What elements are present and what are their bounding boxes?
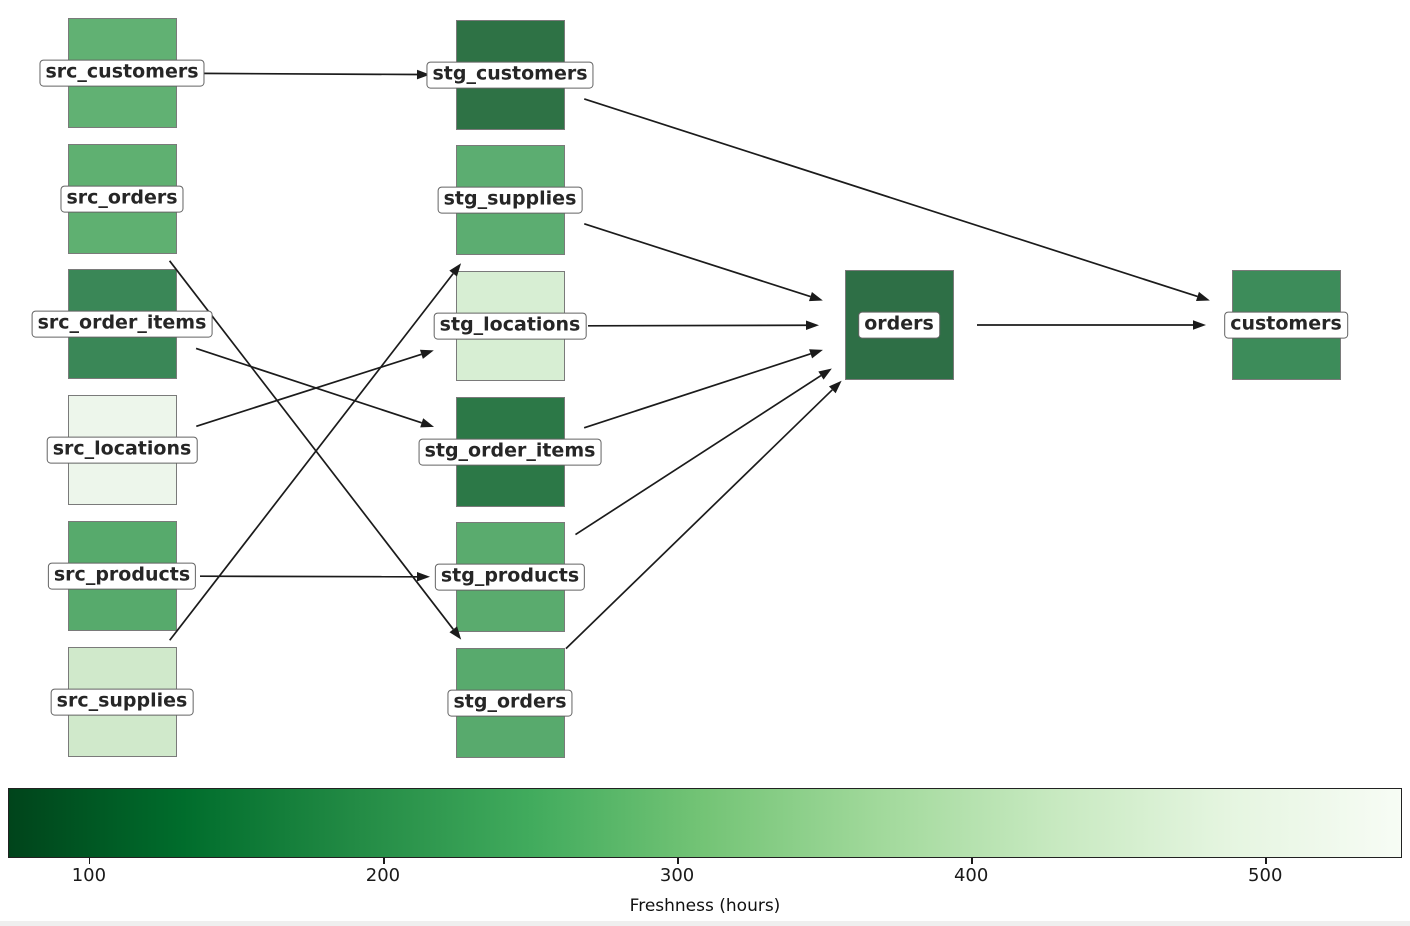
- colorbar-ticklabel-200: 200: [365, 865, 401, 886]
- arrowhead-src_locations-to-stg_locations: [419, 349, 434, 359]
- edge-stg_locations-to-orders: [587, 324, 807, 327]
- colorbar-tick-400: [971, 858, 973, 864]
- window-bottom-edge: [0, 921, 1410, 926]
- colorbar-gradient: [8, 788, 1402, 858]
- arrowhead-src_order_items-to-stg_order_items: [420, 418, 435, 428]
- colorbar-ticklabel-300: 300: [659, 865, 695, 886]
- node-label-customers: customers: [1224, 311, 1348, 339]
- node-label-stg_supplies: stg_supplies: [437, 186, 583, 214]
- arrowhead-stg_products-to-orders: [818, 368, 832, 380]
- arrowhead-src_orders-to-stg_orders: [449, 626, 462, 640]
- edge-src_products-to-stg_products: [199, 575, 418, 578]
- node-label-src_locations: src_locations: [46, 436, 198, 464]
- colorbar-tick-200: [382, 858, 385, 864]
- node-label-src_supplies: src_supplies: [50, 688, 194, 716]
- edge-src_supplies-to-stg_supplies: [169, 273, 454, 641]
- node-label-stg_orders: stg_orders: [447, 689, 573, 717]
- colorbar-label: Freshness (hours): [629, 896, 781, 916]
- edge-stg_orders-to-orders: [565, 389, 833, 650]
- arrowhead-stg_orders-to-orders: [828, 380, 842, 394]
- node-label-src_customers: src_customers: [39, 59, 205, 87]
- colorbar-ticklabel-400: 400: [953, 865, 989, 886]
- arrowhead-src_customers-to-stg_customers: [416, 69, 431, 80]
- node-label-src_order_items: src_order_items: [31, 310, 213, 338]
- colorbar-ticklabel-100: 100: [71, 865, 107, 886]
- edge-src_orders-to-stg_orders: [168, 260, 454, 630]
- colorbar-tick-500: [1265, 858, 1267, 864]
- node-label-src_orders: src_orders: [60, 185, 184, 213]
- edge-stg_supplies-to-orders: [584, 223, 811, 298]
- colorbar-ticklabel-500: 500: [1248, 865, 1283, 886]
- arrowhead-orders-to-customers: [1193, 320, 1206, 330]
- node-label-stg_customers: stg_customers: [426, 61, 594, 89]
- arrowhead-stg_locations-to-orders: [805, 320, 820, 331]
- edge-src_customers-to-stg_customers: [199, 72, 418, 76]
- node-label-orders: orders: [858, 311, 940, 339]
- edge-stg_order_items-to-orders: [583, 353, 811, 429]
- arrowhead-stg_customers-to-customers: [1196, 291, 1210, 302]
- node-label-stg_order_items: stg_order_items: [418, 438, 602, 466]
- colorbar-tick-100: [88, 858, 91, 864]
- edge-stg_customers-to-customers: [583, 98, 1198, 298]
- edge-src_locations-to-stg_locations: [196, 353, 422, 428]
- node-label-stg_products: stg_products: [434, 563, 586, 591]
- edge-src_order_items-to-stg_order_items: [195, 347, 422, 424]
- node-label-src_products: src_products: [47, 562, 197, 590]
- edge-stg_products-to-orders: [575, 374, 822, 536]
- arrowhead-src_supplies-to-stg_supplies: [449, 263, 462, 277]
- arrowhead-stg_supplies-to-orders: [808, 291, 823, 302]
- colorbar-tick-300: [677, 858, 679, 864]
- arrowhead-src_products-to-stg_products: [416, 571, 431, 582]
- arrowhead-stg_order_items-to-orders: [809, 349, 823, 359]
- node-label-stg_locations: stg_locations: [433, 312, 587, 340]
